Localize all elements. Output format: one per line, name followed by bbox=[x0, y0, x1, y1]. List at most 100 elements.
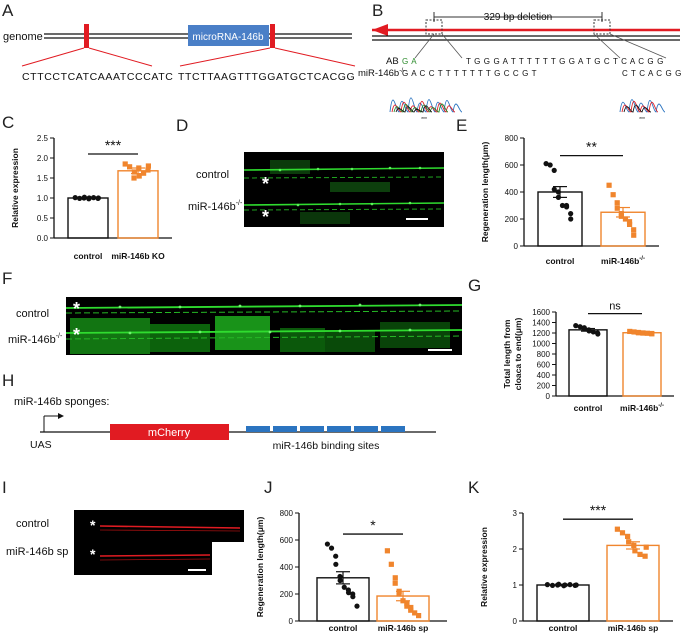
chart-k-ylabel: Relative expression bbox=[479, 527, 489, 607]
promoter-arrow-icon bbox=[58, 413, 64, 419]
chart-g-bar-1 bbox=[622, 332, 662, 397]
chart-e-ytick-label: 200 bbox=[505, 215, 519, 224]
chart-k-point-control bbox=[549, 582, 556, 588]
chart-g-point-control bbox=[586, 328, 592, 334]
chart-j-point-control bbox=[354, 603, 360, 609]
panel-i: I control miR-146b sp * * bbox=[2, 478, 244, 575]
panel-f: F control miR-146b-/- * * bbox=[2, 269, 463, 355]
chart-e-point-control bbox=[555, 194, 562, 200]
sgrna-seq-left: CTTCCTCATCAAATCCCATC bbox=[22, 71, 173, 83]
chart-g-point-treated bbox=[640, 330, 646, 336]
chart-e-point-treated bbox=[614, 205, 620, 211]
chart-e-point-treated bbox=[614, 200, 620, 206]
panel-letter-b: B bbox=[372, 1, 383, 20]
chart-e-point-treated bbox=[631, 232, 637, 238]
chromatogram-right: *** bbox=[619, 99, 666, 123]
chart-j-point-treated bbox=[404, 603, 410, 609]
i-star-control: * bbox=[90, 517, 96, 533]
chart-c-point-treated bbox=[136, 173, 142, 179]
chart-k-ytick-label: 2 bbox=[513, 545, 518, 554]
chart-e-point-treated bbox=[631, 227, 637, 233]
chart-e-xlabel-0: control bbox=[546, 256, 575, 266]
chromatogram-left: *** bbox=[389, 97, 463, 123]
chart-k-ytick-label: 3 bbox=[513, 509, 518, 518]
chart-k-xlabel-1: miR-146b sp bbox=[608, 623, 659, 633]
chart-e-point-treated bbox=[606, 182, 612, 188]
chart-j-point-control bbox=[337, 577, 343, 584]
chart-g-point-control bbox=[573, 323, 579, 329]
panel-letter-i: I bbox=[2, 478, 7, 497]
chart-e-point-control bbox=[559, 202, 566, 209]
chart-g-point-control bbox=[595, 331, 601, 337]
binding-sites bbox=[246, 426, 405, 432]
chart-e-point-control bbox=[551, 167, 557, 173]
panel-h: H miR-146b sponges: UAS mCherry miR-146b… bbox=[2, 371, 436, 452]
d-label-control: control bbox=[196, 169, 229, 181]
d-label-mutant: miR-146b-/- bbox=[188, 200, 243, 213]
chart-c-point-control bbox=[77, 195, 83, 201]
chart-k-point-treated bbox=[626, 539, 632, 545]
chart-c-point-control bbox=[91, 195, 97, 201]
chart-c-bar-1 bbox=[117, 170, 159, 239]
chart-g-significance-label: ns bbox=[609, 301, 621, 313]
chart-j-ytick-label: 200 bbox=[280, 590, 294, 599]
chart-c-significance-label: *** bbox=[105, 137, 122, 153]
chart-c-xlabel-0: control bbox=[74, 251, 103, 261]
panel-b: B 329 bp deletion AB G A T G G G A T T T… bbox=[358, 1, 681, 123]
chart-j-significance-label: * bbox=[370, 517, 376, 533]
chart-k-point-control bbox=[544, 582, 551, 588]
chart-g-ytick-label: 1000 bbox=[532, 340, 550, 349]
chart-e-ytick-label: 800 bbox=[505, 134, 519, 143]
chart-c-point-control bbox=[81, 194, 87, 200]
chart-g-point-treated bbox=[649, 331, 655, 337]
chart-c-point-treated bbox=[136, 165, 142, 171]
panel-letter-j: J bbox=[264, 478, 273, 497]
chart-e-point-control bbox=[551, 186, 557, 192]
chart-k-point-control bbox=[562, 582, 568, 588]
chart-e-point-treated bbox=[626, 219, 633, 225]
chart-g-ytick-label: 400 bbox=[537, 371, 551, 380]
chart-k-point-treated bbox=[619, 530, 626, 536]
chart-k-point-treated bbox=[632, 548, 638, 554]
chart-e-point-control bbox=[568, 216, 574, 222]
chart-c-point-treated bbox=[141, 170, 147, 176]
chart-j-point-treated bbox=[416, 613, 422, 619]
chart-c-ytick-label: 2.0 bbox=[37, 154, 49, 163]
chart-e-point-treated bbox=[610, 192, 616, 198]
chart-k-point-treated bbox=[614, 526, 620, 532]
chart-c-point-treated bbox=[131, 169, 137, 175]
i-micrograph-control bbox=[74, 510, 244, 542]
chart-e-ytick-label: 600 bbox=[505, 161, 519, 170]
f-star-control: * bbox=[73, 299, 80, 319]
chart-j-point-treated bbox=[408, 604, 414, 611]
chart-c-point-treated bbox=[145, 163, 151, 169]
chart-j-point-control bbox=[333, 553, 339, 559]
chart-j-xlabel-1: miR-146b sp bbox=[378, 623, 429, 633]
mcherry-box bbox=[110, 424, 229, 440]
chart-k-ytick-label: 1 bbox=[513, 581, 518, 590]
chart-j-ytick-label: 600 bbox=[280, 536, 294, 545]
chart-e-point-treated bbox=[618, 211, 624, 217]
ab-seq-mid: T G G G A T T T T T T G G A T G C T C A … bbox=[466, 57, 664, 66]
panel-letter-g: G bbox=[468, 276, 481, 295]
chart-c-point-treated bbox=[122, 161, 128, 167]
chart-j-point-treated bbox=[408, 607, 414, 613]
chart-e-point-control bbox=[543, 161, 549, 167]
panel-letter-a: A bbox=[2, 1, 14, 20]
chart-j-point-treated bbox=[412, 610, 418, 616]
cut-site-left bbox=[84, 24, 89, 48]
gene-label: microRNA-146b bbox=[192, 32, 264, 43]
chart-g-ytick-label: 200 bbox=[537, 382, 551, 391]
gene-direction-arrow bbox=[372, 24, 388, 36]
chart-j-point-treated bbox=[388, 561, 394, 567]
chart-g-ylabel: Total length from bbox=[502, 319, 512, 388]
chart-j-point-control bbox=[345, 590, 352, 596]
chart-c-ytick-label: 1.5 bbox=[37, 174, 49, 183]
chart-j-point-treated bbox=[400, 598, 406, 604]
chart-k-point-treated bbox=[631, 542, 637, 548]
chart-g-ytick-label: 1200 bbox=[532, 329, 550, 338]
